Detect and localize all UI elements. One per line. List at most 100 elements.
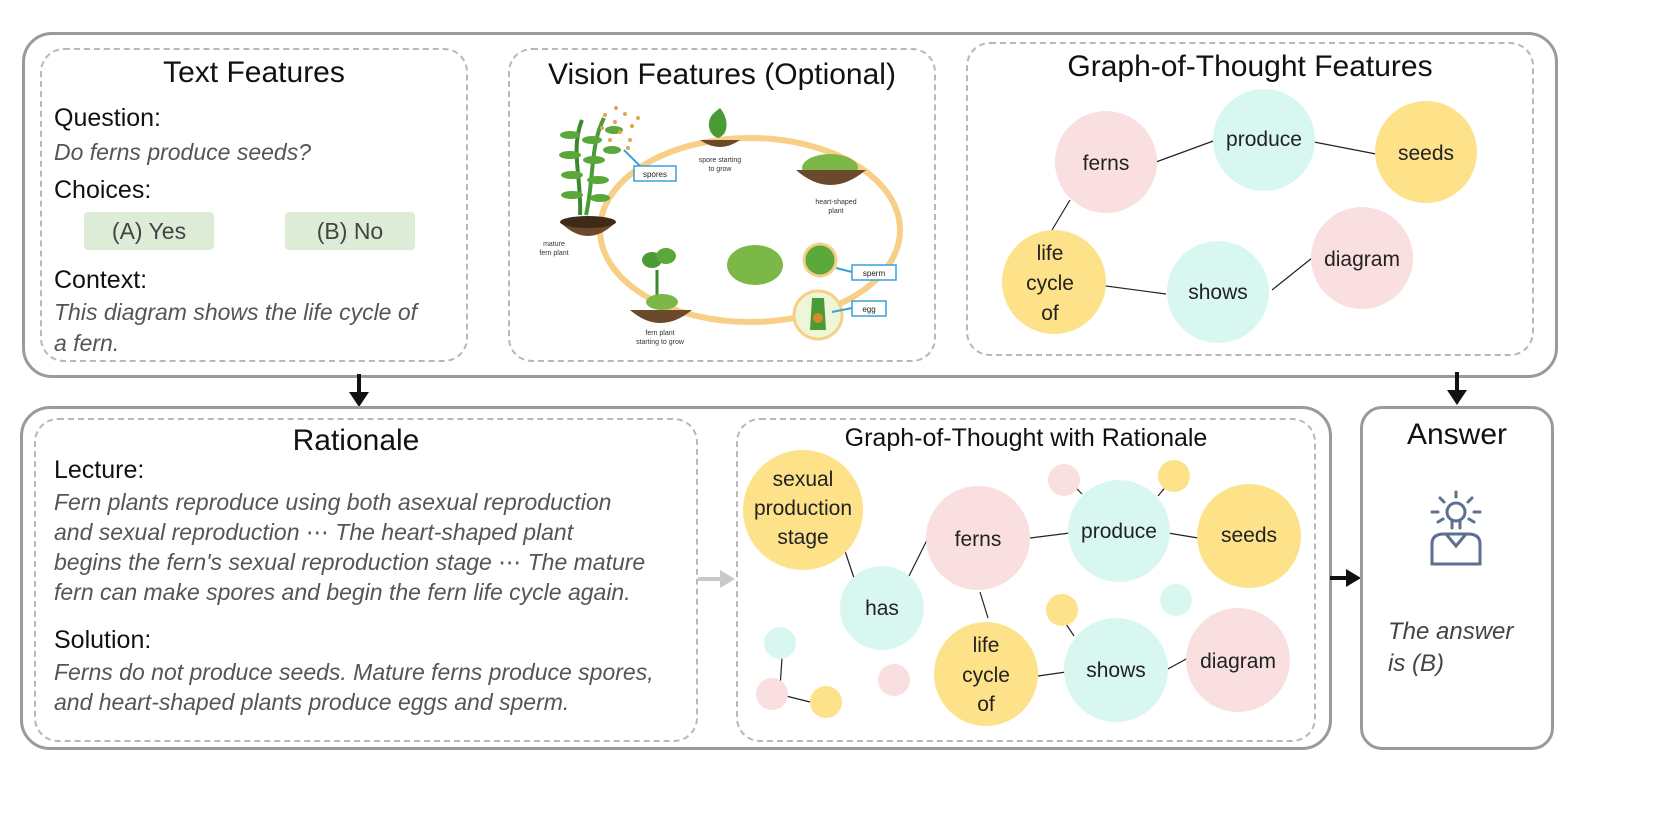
got-features-panel xyxy=(966,42,1534,356)
context-line-2: a fern. xyxy=(54,330,120,356)
label-sperm: sperm xyxy=(863,269,886,278)
node-has xyxy=(840,566,924,650)
question-label: Question: xyxy=(54,104,162,132)
label-heart-1: heart-shaped xyxy=(815,199,856,206)
got-rationale-title: Graph-of-Thought with Rationale xyxy=(844,424,1208,452)
node-life-label-1: life xyxy=(973,634,1000,657)
mature-fern-plant xyxy=(559,117,623,236)
node-seeds xyxy=(1197,484,1301,588)
small-node xyxy=(1160,584,1192,616)
arrow-right-gray-icon xyxy=(698,570,735,588)
node-shows-label: shows xyxy=(1086,659,1146,682)
small-node xyxy=(764,627,796,659)
solution-text: Ferns do not produce seeds. Mature ferns… xyxy=(54,657,694,717)
lecture-text: Fern plants reproduce using both asexual… xyxy=(54,487,694,607)
label-fernplant-1: fern plant xyxy=(645,330,674,337)
gametophyte-detail xyxy=(727,242,844,341)
lecture-line-2: and sexual reproduction ⋯ The heart-shap… xyxy=(54,519,574,545)
node-ferns-label: ferns xyxy=(1083,152,1130,175)
node-life-label-3: of xyxy=(1041,302,1059,325)
node-life-label-3: of xyxy=(977,693,995,716)
label-spore-starting-1: spore starting xyxy=(699,157,742,164)
spore-dots xyxy=(600,106,640,150)
text-features-panel xyxy=(40,48,468,362)
node-shows-label: shows xyxy=(1188,281,1248,304)
node-sexual-label-1: sexual xyxy=(773,468,834,491)
spore-starting-plant xyxy=(700,108,740,147)
solution-line-1: Ferns do not produce seeds. Mature ferns… xyxy=(54,659,654,685)
node-produce-label: produce xyxy=(1226,128,1302,151)
arrow-down-left-icon xyxy=(349,374,369,407)
node-life-label-2: cycle xyxy=(962,664,1010,687)
answer-title: Answer xyxy=(1406,418,1508,451)
node-diagram xyxy=(1311,207,1413,309)
node-produce-label: produce xyxy=(1081,520,1157,543)
lightbulb-person-icon xyxy=(1430,490,1482,566)
node-ferns-label: ferns xyxy=(955,528,1002,551)
question-text: Do ferns produce seeds? xyxy=(54,139,311,165)
arrow-down-right-icon xyxy=(1447,372,1467,405)
context-line-1: This diagram shows the life cycle of xyxy=(54,299,418,325)
label-heart-2: plant xyxy=(828,208,843,215)
got-features-graph: ferns produce seeds life cycle of shows … xyxy=(1002,89,1477,343)
node-diagram-label: diagram xyxy=(1200,650,1276,673)
node-life-label-2: cycle xyxy=(1026,272,1074,295)
lecture-line-3: begins the fern's sexual reproduction st… xyxy=(54,549,646,575)
answer-line-1: The answer xyxy=(1388,618,1514,645)
small-node xyxy=(810,686,842,718)
small-node xyxy=(1158,460,1190,492)
label-fernplant-2: starting to grow xyxy=(636,339,685,346)
arrow-right-icon xyxy=(1330,569,1361,587)
label-spores: spores xyxy=(643,170,667,179)
node-produce xyxy=(1213,89,1315,191)
solution-label: Solution: xyxy=(54,626,152,654)
label-spore-starting-2: to grow xyxy=(709,166,733,173)
label-egg: egg xyxy=(862,305,875,314)
node-life-cycle-of xyxy=(934,622,1038,726)
small-node xyxy=(1048,464,1080,496)
node-produce xyxy=(1068,480,1170,582)
answer-panel xyxy=(1360,406,1554,750)
fern-life-cycle-illustration: spores sperm egg spore starting to grow … xyxy=(539,106,903,346)
node-ferns xyxy=(926,486,1030,590)
features-container xyxy=(22,32,1558,378)
rationale-title: Rationale xyxy=(292,424,420,457)
solution-line-2: and heart-shaped plants produce eggs and… xyxy=(54,689,570,715)
small-node xyxy=(1046,594,1078,626)
label-mature-2: fern plant xyxy=(539,250,568,257)
node-shows xyxy=(1064,618,1168,722)
node-has-label: has xyxy=(865,597,899,620)
node-seeds-label: seeds xyxy=(1398,142,1454,165)
node-diagram-label: diagram xyxy=(1324,248,1400,271)
node-shows xyxy=(1167,241,1269,343)
vision-features-panel xyxy=(508,48,936,362)
answer-line-2: is (B) xyxy=(1388,650,1444,677)
node-life-label-1: life xyxy=(1037,242,1064,265)
small-node xyxy=(756,678,788,710)
lecture-line-1: Fern plants reproduce using both asexual… xyxy=(54,489,612,515)
got-rationale-panel xyxy=(736,418,1316,742)
node-sexual-label-2: production xyxy=(754,497,852,520)
text-features-title: Text Features xyxy=(163,56,345,89)
got-features-title: Graph-of-Thought Features xyxy=(1067,50,1433,83)
node-seeds xyxy=(1375,101,1477,203)
heart-shaped-plant xyxy=(796,154,866,185)
node-seeds-label: seeds xyxy=(1221,524,1277,547)
choices-label: Choices: xyxy=(54,176,152,204)
choice-a: (A) Yes xyxy=(84,212,214,250)
lecture-label: Lecture: xyxy=(54,456,145,484)
node-ferns xyxy=(1055,111,1157,213)
node-sexual-production-stage xyxy=(743,450,863,570)
answer-text: The answer is (B) xyxy=(1388,616,1513,680)
node-life-cycle-of xyxy=(1002,230,1106,334)
label-mature-1: mature xyxy=(543,241,565,248)
small-node xyxy=(878,664,910,696)
vision-features-title: Vision Features (Optional) xyxy=(548,58,896,91)
fern-plant-starting xyxy=(630,248,692,323)
lecture-line-4: fern can make spores and begin the fern … xyxy=(54,579,631,605)
node-diagram xyxy=(1186,608,1290,712)
got-rationale-graph: sexual production stage has ferns produc… xyxy=(743,450,1301,726)
choice-b: (B) No xyxy=(285,212,415,250)
context-label: Context: xyxy=(54,266,148,294)
rationale-panel xyxy=(34,418,698,742)
